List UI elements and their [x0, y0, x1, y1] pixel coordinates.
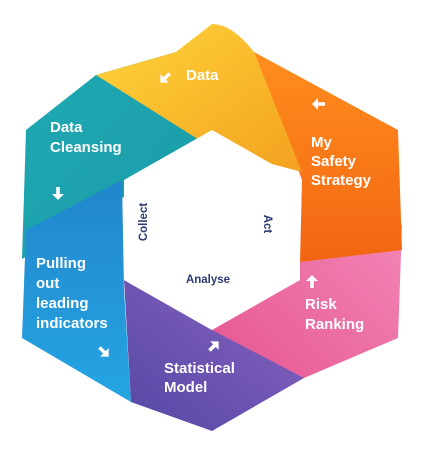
phase-label-analyse: Analyse — [186, 274, 230, 286]
segment-label-strategy: My Safety Strategy — [311, 134, 372, 189]
phase-label-collect: Collect — [138, 203, 150, 242]
phase-label-act: Act — [261, 215, 273, 234]
segment-label-data: Data — [186, 67, 219, 84]
arrow-left-icon — [312, 98, 325, 110]
arrow-down-icon — [52, 187, 64, 200]
arrow-down-left-icon — [160, 72, 171, 83]
segment-label-cleansing: Data Cleansing — [50, 119, 122, 156]
segment-strategy — [254, 52, 402, 262]
segment-data — [96, 24, 302, 172]
center-hexagon — [124, 130, 300, 330]
segment-label-indicators: Pulling out leading indicators — [36, 255, 108, 332]
segment-indicators — [22, 180, 131, 402]
segment-label-risk: Risk Ranking — [305, 296, 364, 333]
segment-label-model: Statistical Model — [164, 360, 239, 396]
arrow-up-icon — [306, 275, 318, 288]
